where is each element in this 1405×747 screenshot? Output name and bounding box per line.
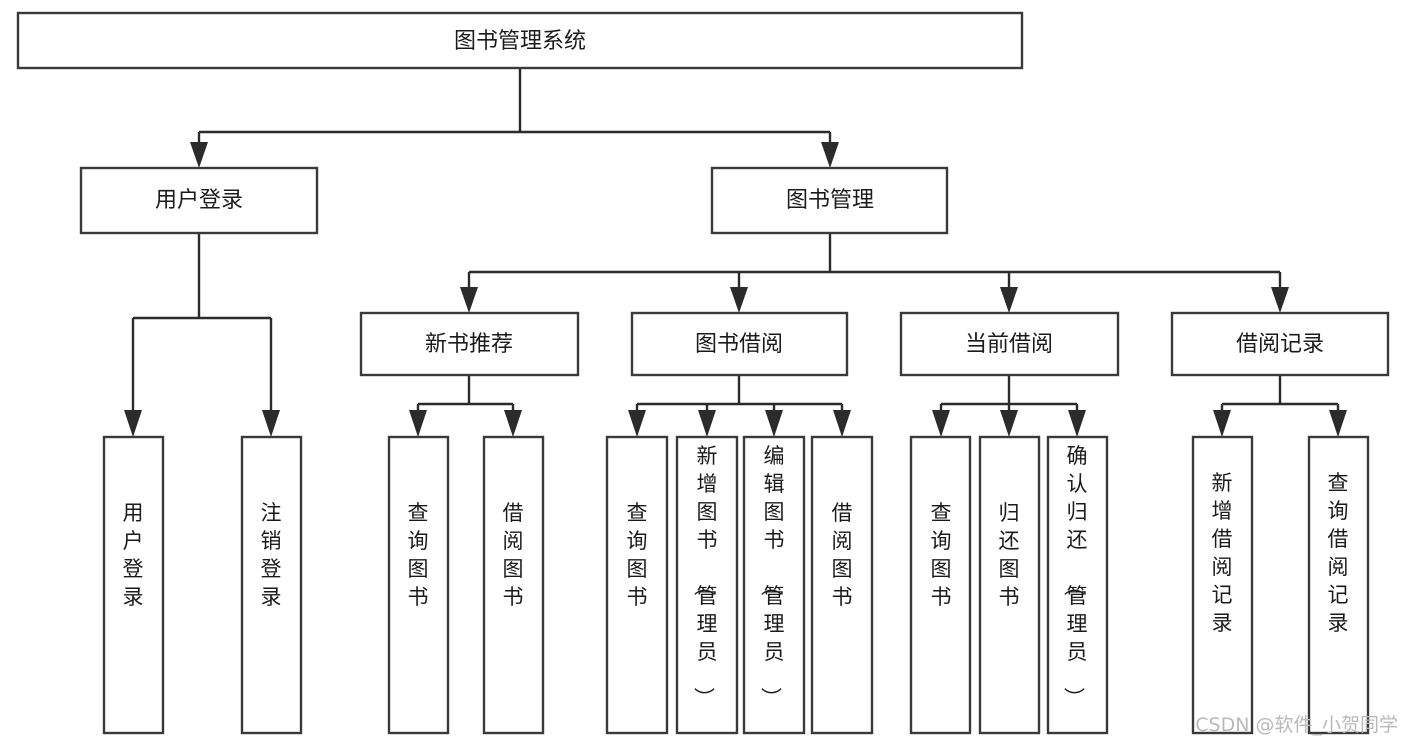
- leaf-layer: 用户登录 注销登录 查询图书 借阅图书 查询图书 新增图书（管理员）: [102, 435, 1370, 735]
- node-leaf-borrow-book-2[interactable]: 借阅图书: [810, 435, 874, 735]
- arrow-head-leaf-borrow-book-2: [833, 410, 851, 437]
- node-borrow-record-label: 借阅记录: [1236, 332, 1324, 357]
- node-book-management-label: 图书管理: [786, 188, 874, 213]
- node-leaf-borrow-book-1-label: 借阅图书: [503, 501, 524, 609]
- node-book-management-box[interactable]: [710, 166, 949, 235]
- node-leaf-return-book-label: 归还图书: [999, 501, 1020, 609]
- node-leaf-query-book-1[interactable]: 查询图书: [387, 435, 450, 735]
- node-leaf-borrow-book-1-box[interactable]: [482, 435, 545, 735]
- node-leaf-add-record-label: 新增借阅记录: [1212, 471, 1233, 635]
- node-leaf-logout[interactable]: 注销登录: [240, 435, 303, 735]
- arrow-head-leaf-add-record: [1213, 410, 1231, 437]
- node-book-management[interactable]: 图书管理: [710, 166, 949, 235]
- node-new-book-recommend[interactable]: 新书推荐: [359, 311, 580, 377]
- node-leaf-query-book-3-box[interactable]: [909, 435, 972, 735]
- node-leaf-confirm-return-box[interactable]: [1046, 435, 1109, 735]
- node-leaf-query-book-3[interactable]: 查询图书: [909, 435, 972, 735]
- node-root[interactable]: 图书管理系统: [16, 11, 1024, 70]
- node-leaf-edit-book-label: 编辑图书（管理员）: [759, 444, 785, 708]
- node-user-login[interactable]: 用户登录: [79, 166, 319, 235]
- node-current-borrow[interactable]: 当前借阅: [899, 311, 1120, 377]
- node-book-borrow[interactable]: 图书借阅: [630, 311, 849, 377]
- arrow-head-leaf-query-book-3: [932, 410, 950, 437]
- node-leaf-borrow-book-2-label: 借阅图书: [832, 501, 853, 609]
- node-borrow-record-box[interactable]: [1170, 311, 1390, 377]
- node-leaf-user-login-label: 用户登录: [123, 501, 144, 609]
- arrow-head-leaf-user-login: [124, 410, 142, 437]
- arrow-head-leaf-edit-book: [765, 410, 783, 437]
- node-root-label: 图书管理系统: [454, 29, 586, 54]
- node-borrow-record[interactable]: 借阅记录: [1170, 311, 1390, 377]
- node-current-borrow-label: 当前借阅: [965, 332, 1053, 357]
- node-leaf-confirm-return-label: 确认归还（管理员）: [1062, 444, 1088, 708]
- node-leaf-query-record-box[interactable]: [1307, 435, 1370, 735]
- node-leaf-borrow-book-1[interactable]: 借阅图书: [482, 435, 545, 735]
- arrow-head-user-login: [190, 142, 208, 168]
- node-leaf-add-record[interactable]: 新增借阅记录: [1191, 435, 1254, 735]
- node-leaf-user-login[interactable]: 用户登录: [102, 435, 165, 735]
- node-user-login-label: 用户登录: [155, 188, 243, 213]
- node-leaf-edit-book-box[interactable]: [742, 435, 806, 735]
- arrow-head-book-borrow: [730, 287, 748, 313]
- arrow-head-new-book-recommend: [460, 287, 478, 313]
- node-new-book-recommend-label: 新书推荐: [425, 332, 513, 357]
- node-leaf-return-book-box[interactable]: [978, 435, 1041, 735]
- node-leaf-query-book-3-label: 查询图书: [931, 501, 952, 609]
- node-leaf-query-book-2[interactable]: 查询图书: [605, 435, 669, 735]
- arrow-head-leaf-confirm-return: [1068, 410, 1086, 437]
- node-leaf-query-record-label: 查询借阅记录: [1328, 471, 1349, 635]
- node-book-borrow-label: 图书借阅: [695, 332, 783, 357]
- node-leaf-add-book[interactable]: 新增图书（管理员）: [675, 435, 739, 735]
- node-leaf-query-record[interactable]: 查询借阅记录: [1307, 435, 1370, 735]
- node-leaf-query-book-2-box[interactable]: [605, 435, 669, 735]
- node-leaf-query-book-1-box[interactable]: [387, 435, 450, 735]
- arrow-head-borrow-record: [1271, 287, 1289, 313]
- arrow-head-leaf-borrow-book-1: [504, 410, 522, 437]
- watermark-label: CSDN @软件_小贺同学: [1195, 714, 1398, 736]
- node-leaf-add-book-box[interactable]: [675, 435, 739, 735]
- arrow-head-leaf-query-book-2: [628, 410, 646, 437]
- arrow-head-leaf-add-book: [698, 410, 716, 437]
- arrow-head-book-management: [821, 142, 839, 168]
- node-leaf-borrow-book-2-box[interactable]: [810, 435, 874, 735]
- node-leaf-return-book[interactable]: 归还图书: [978, 435, 1041, 735]
- node-leaf-edit-book[interactable]: 编辑图书（管理员）: [742, 435, 806, 735]
- node-leaf-query-book-1-label: 查询图书: [408, 501, 429, 609]
- node-leaf-query-book-2-label: 查询图书: [627, 501, 648, 609]
- arrow-head-leaf-logout: [262, 410, 280, 437]
- node-leaf-user-login-box[interactable]: [102, 435, 165, 735]
- node-leaf-add-book-label: 新增图书（管理员）: [692, 444, 718, 708]
- arrow-head-leaf-return-book: [1000, 410, 1018, 437]
- node-new-book-recommend-box[interactable]: [359, 311, 580, 377]
- node-book-borrow-box[interactable]: [630, 311, 849, 377]
- node-leaf-confirm-return[interactable]: 确认归还（管理员）: [1046, 435, 1109, 735]
- node-leaf-add-record-box[interactable]: [1191, 435, 1254, 735]
- connector-layer: [124, 68, 1347, 437]
- node-leaf-logout-label: 注销登录: [261, 501, 282, 609]
- arrow-head-leaf-query-record: [1329, 410, 1347, 437]
- node-root-box[interactable]: [16, 11, 1024, 70]
- arrow-head-current-borrow: [1000, 287, 1018, 313]
- arrow-head-leaf-query-book-1: [409, 410, 427, 437]
- node-leaf-logout-box[interactable]: [240, 435, 303, 735]
- node-user-login-box[interactable]: [79, 166, 319, 235]
- node-current-borrow-box[interactable]: [899, 311, 1120, 377]
